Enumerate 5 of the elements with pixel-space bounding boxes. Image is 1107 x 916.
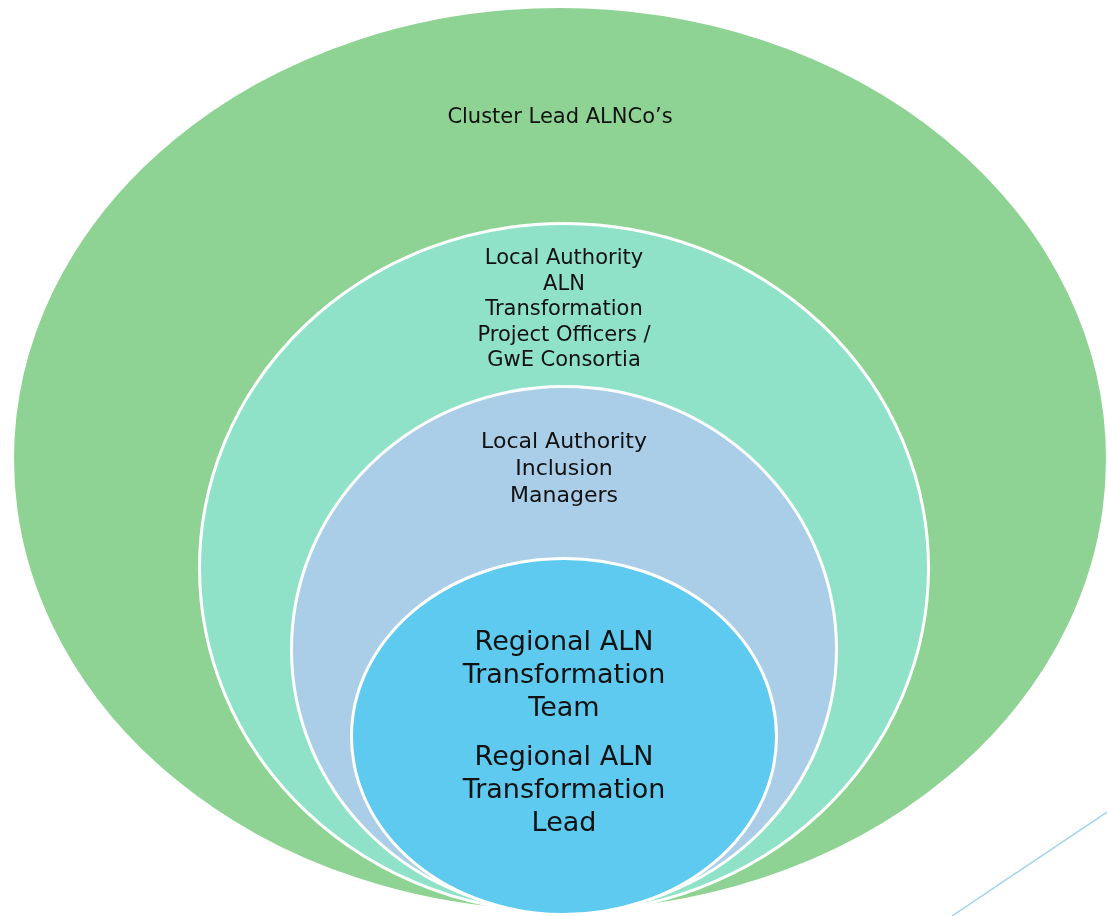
ellipse-label: Cluster Lead ALNCo’s — [446, 104, 674, 130]
ellipse-label: Regional ALN Transformation Lead — [461, 740, 667, 839]
ellipse-label: Local Authority ALN Transformation Project Officers / GwE Consortia — [476, 245, 652, 374]
ellipse-label: Local Authority Inclusion Managers — [480, 428, 648, 509]
ellipse-label: Regional ALN Transformation Team — [461, 625, 667, 724]
